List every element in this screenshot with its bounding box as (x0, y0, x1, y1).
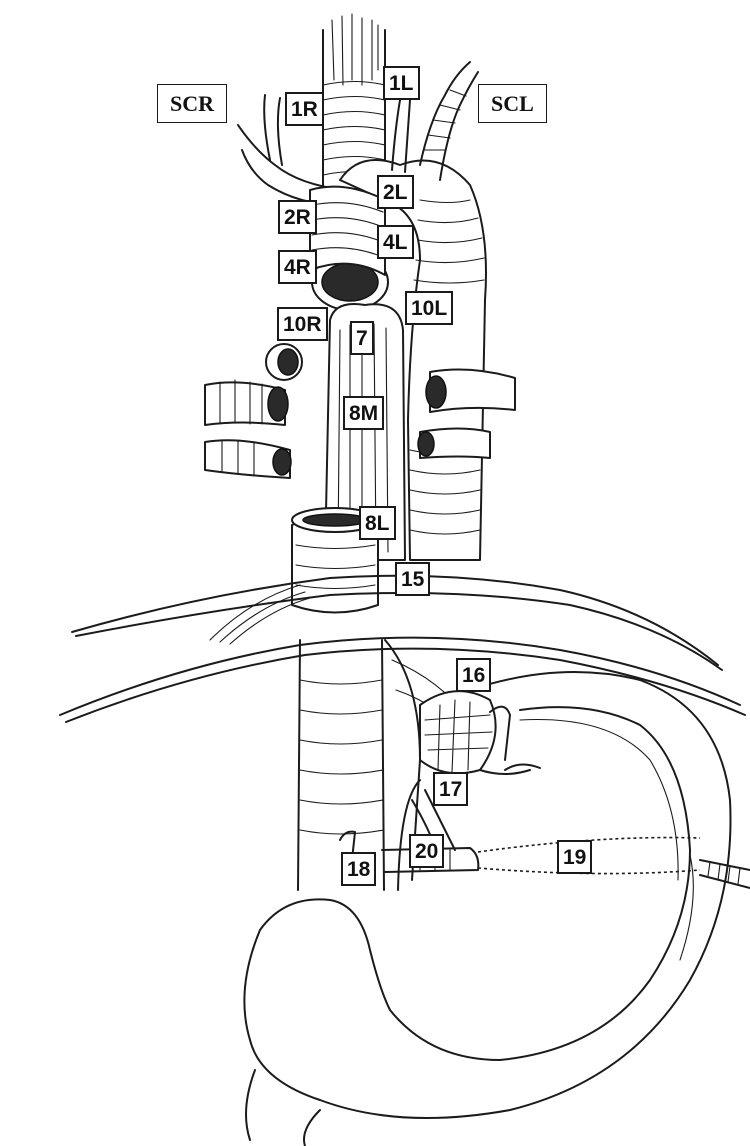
label-10l: 10L (405, 291, 453, 325)
label-20: 20 (409, 834, 444, 868)
label-1r: 1R (285, 92, 324, 126)
label-17: 17 (433, 772, 468, 806)
label-4r: 4R (278, 250, 317, 284)
label-10r: 10R (277, 307, 328, 341)
label-16: 16 (456, 658, 491, 692)
diaphragm (60, 576, 745, 722)
label-2r: 2R (278, 200, 317, 234)
label-scl: SCL (478, 84, 547, 123)
label-8l: 8L (359, 506, 396, 540)
label-7: 7 (350, 321, 374, 355)
label-scr: SCR (157, 84, 227, 123)
label-1l: 1L (383, 66, 420, 100)
label-19: 19 (557, 840, 592, 874)
label-8m: 8M (343, 396, 384, 430)
left-gastric-region (420, 691, 540, 774)
label-4l: 4L (377, 225, 414, 259)
label-15: 15 (395, 562, 430, 596)
label-2l: 2L (377, 175, 414, 209)
label-18: 18 (341, 852, 376, 886)
